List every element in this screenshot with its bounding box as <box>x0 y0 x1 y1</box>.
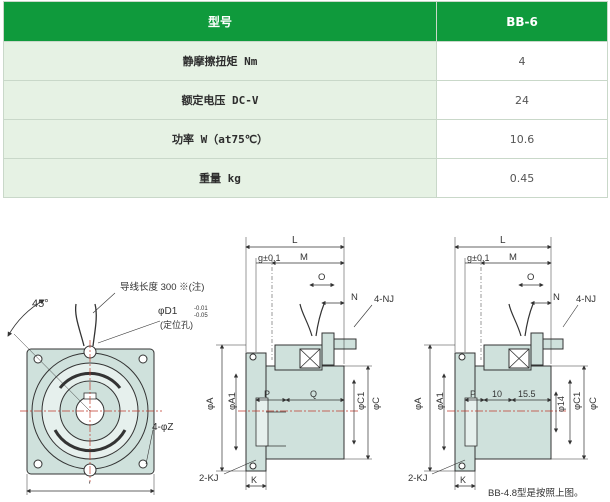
dim-4nj: 4-NJ <box>374 294 394 305</box>
dim-c1: φC1 <box>356 392 367 410</box>
dim-a: φA <box>205 397 216 410</box>
dim-c-2: φC <box>588 397 599 410</box>
side-view-bb48: L g±0.1 M O N 4-NJ φA φA1 φ14 φC1 φC P 1… <box>408 235 599 499</box>
dim-a1-2: φA1 <box>435 392 446 410</box>
dim-m-2: M <box>509 252 517 263</box>
dim-2kj-2: 2-KJ <box>408 473 428 484</box>
row-value-weight: 0.45 <box>436 158 608 198</box>
header-model: 型号 <box>3 1 437 42</box>
row-label-power: 功率 W（at75℃） <box>3 119 437 159</box>
row-label-voltage: 额定电压 DC-V <box>3 80 437 120</box>
spec-table: 型号 BB-6 静摩擦扭矩 Nm 4 额定电压 DC-V 24 功率 W（at7… <box>3 1 608 198</box>
dim-c1-2: φC1 <box>572 392 583 410</box>
table-row: 静摩擦扭矩 Nm 4 <box>3 41 608 81</box>
dim-n: N <box>351 292 358 303</box>
lead-length-note: 导线长度 300 ※(注) <box>120 281 204 293</box>
table-row: 额定电压 DC-V 24 <box>3 80 608 120</box>
dim-p: P <box>264 389 270 399</box>
dim-4nj-2: 4-NJ <box>576 294 596 305</box>
front-view: 45° 导线长度 300 ※(注) φD1 -0.01 -0.05 (定位孔) … <box>7 281 208 495</box>
dim-c: φC <box>371 397 382 410</box>
row-value-power: 10.6 <box>436 119 608 159</box>
hole-4z-label: 4-φZ <box>152 422 173 433</box>
dim-g: g±0.1 <box>258 253 280 263</box>
row-value-voltage: 24 <box>436 80 608 120</box>
technical-drawing: 45° 导线长度 300 ※(注) φD1 -0.01 -0.05 (定位孔) … <box>7 235 599 499</box>
d1-tolerance-bottom: -0.05 <box>194 313 208 319</box>
dim-k-2: K <box>460 475 466 485</box>
dim-a-2: φA <box>413 397 424 410</box>
dim-a1: φA1 <box>227 392 238 410</box>
d1-tolerance-top: -0.01 <box>194 306 208 312</box>
table-row: 重量 kg 0.45 <box>3 158 608 198</box>
dim-l-2: L <box>500 235 506 246</box>
table-header-row: 型号 BB-6 <box>3 1 608 42</box>
header-bb6: BB-6 <box>436 1 608 42</box>
d1-label: φD1 <box>158 306 178 317</box>
dim-10: 10 <box>492 389 502 399</box>
dim-q: Q <box>310 389 317 399</box>
svg-text:-: - <box>85 481 95 484</box>
dim-o-2: O <box>527 272 534 283</box>
dim-m: M <box>300 252 308 263</box>
dim-g-2: g±0.1 <box>467 253 489 263</box>
locating-hole-label: (定位孔) <box>160 319 193 330</box>
dim-o: O <box>318 272 325 283</box>
table-row: 功率 W（at75℃） 10.6 <box>3 119 608 159</box>
bb48-note: BB-4.8型是按照上图。 <box>488 487 584 499</box>
side-view-bb6: L g±0.1 M O N 4-NJ φA φA1 φC1 φC P Q 2-K… <box>199 235 394 490</box>
dim-p-2: P <box>470 389 476 399</box>
row-label-torque: 静摩擦扭矩 Nm <box>3 41 437 81</box>
dim-15-5: 15.5 <box>518 389 536 399</box>
dim-d14: φ14 <box>556 396 566 412</box>
angle-label: 45° <box>32 298 49 310</box>
dim-k: K <box>251 475 257 485</box>
row-label-weight: 重量 kg <box>3 158 437 198</box>
dim-2kj: 2-KJ <box>199 473 219 484</box>
row-value-torque: 4 <box>436 41 608 81</box>
dim-l: L <box>292 235 298 246</box>
dim-n-2: N <box>553 292 560 303</box>
